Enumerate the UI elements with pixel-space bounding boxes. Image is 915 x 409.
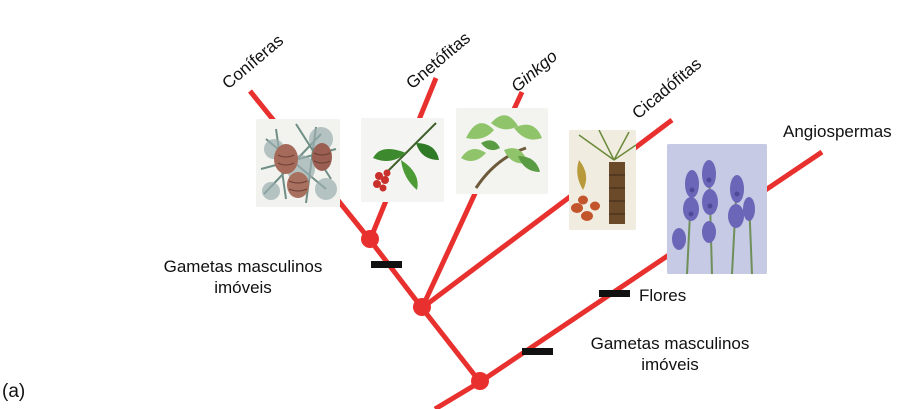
trait-label-lower-line1: Gametas masculinos (570, 335, 770, 352)
node-root (471, 372, 489, 390)
trait-mark-lower-gametes (522, 348, 553, 355)
trait-label-upper-line2: imóveis (160, 279, 326, 296)
cycad-illustration (569, 130, 636, 230)
node-conifer-gnetophyte (361, 230, 379, 248)
panel-label: (a) (2, 382, 25, 401)
trait-label-flowers: Flores (639, 287, 686, 304)
trait-label-lower-line2: imóveis (570, 356, 770, 373)
trait-mark-upper-gametes (371, 261, 402, 268)
branch-gymnosperms (422, 308, 480, 382)
lavender-photo (667, 144, 767, 274)
cedar-cone-illustration (256, 119, 340, 207)
trait-label-lower-gametes: Gametas masculinos imóveis (570, 335, 770, 373)
gnetum-illustration (361, 118, 444, 202)
ginkgo-illustration (456, 108, 548, 194)
taxon-label-angiospermas: Angiospermas (783, 123, 892, 140)
trait-label-upper-gametes: Gametas masculinos imóveis (160, 258, 326, 296)
trait-label-upper-line1: Gametas masculinos (160, 258, 326, 275)
branch-conifer-gnetophyte (370, 240, 422, 308)
trait-mark-flowers (599, 290, 630, 297)
node-gymnosperms (413, 298, 431, 316)
